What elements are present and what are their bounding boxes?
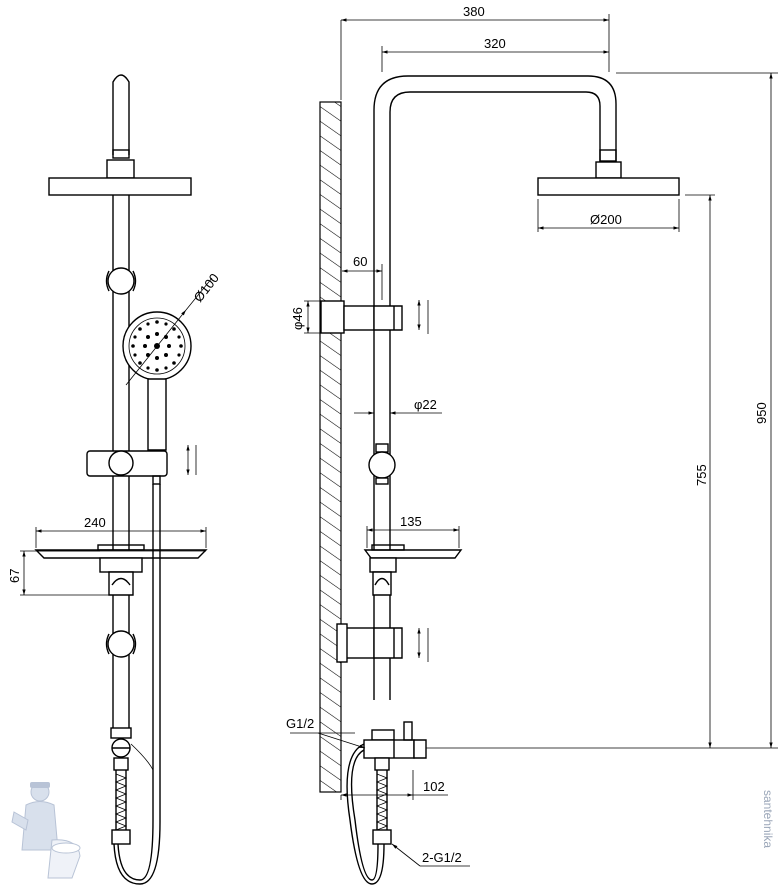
side-dim-total-height: 950	[754, 402, 769, 424]
side-view: Ø200 380 320 60 φ46 φ22	[286, 4, 778, 885]
front-hand-shower-hose	[117, 484, 154, 881]
side-dim-arm-width: 320	[484, 36, 506, 51]
side-slider-holder	[368, 451, 396, 479]
side-dim-wall-offset: 60	[353, 254, 367, 269]
front-dim-tray-width: 240	[84, 515, 106, 530]
side-dim-head-height: 755	[694, 464, 709, 486]
side-dim-pipe-diameter: φ22	[414, 397, 437, 412]
side-riser-outer	[373, 75, 617, 700]
front-wall-bracket-upper	[107, 267, 135, 295]
front-soap-tray	[34, 549, 208, 559]
front-riser-top	[112, 74, 130, 155]
hand-shower-head	[122, 311, 192, 451]
front-tray-clamp	[99, 557, 143, 573]
side-overhead-shower	[537, 177, 680, 196]
side-dim-bracket-diameter: φ46	[290, 307, 305, 330]
side-inlet-hose	[372, 829, 392, 845]
side-wall-bracket-lower	[336, 623, 403, 663]
side-wall-bracket-upper	[320, 300, 403, 334]
side-dim-inlet-thread: G1/2	[286, 716, 314, 731]
side-dim-overhead-diameter: Ø200	[590, 212, 622, 227]
side-dim-tray-width: 135	[400, 514, 422, 529]
side-dim-inlet-offset: 102	[423, 779, 445, 794]
front-overhead-shower	[48, 177, 192, 196]
side-dim-total-width: 380	[463, 4, 485, 19]
watermark-text: santehnika	[761, 790, 775, 848]
plumber-mascot-logo	[11, 782, 81, 879]
wall-section	[319, 101, 342, 793]
front-view: Ø100 240 67	[7, 74, 222, 885]
front-inlet-hose	[111, 770, 131, 845]
front-wall-bracket-lower	[107, 630, 135, 658]
front-diverter-valve	[110, 727, 132, 739]
side-diverter-valve	[363, 721, 427, 759]
side-soap-tray	[363, 549, 463, 559]
front-dim-head-diameter: Ø100	[191, 271, 222, 305]
front-top-connector	[106, 159, 135, 179]
side-dim-hose-threads: 2-G1/2	[422, 850, 462, 865]
side-hand-shower-hose	[350, 749, 379, 881]
front-dim-tray-offset: 67	[7, 569, 22, 583]
